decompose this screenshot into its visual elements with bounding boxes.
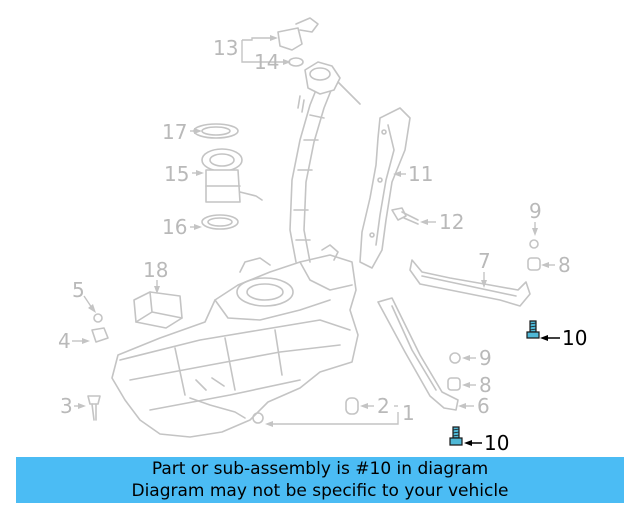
fastener-illustrations: [87, 239, 541, 421]
callout-10-upper: 10: [562, 326, 587, 350]
bolt-12-illustration: [391, 207, 419, 225]
callout-9-upper: 9: [529, 199, 542, 223]
info-banner: Part or sub-assembly is #10 in diagram D…: [16, 457, 624, 503]
strap-11-illustration: [359, 107, 411, 269]
leader-lines: [72, 35, 560, 446]
callout-4: 4: [58, 329, 71, 353]
fuel-tank-illustration: [111, 61, 361, 438]
callout-16: 16: [162, 215, 187, 239]
callout-12: 12: [439, 210, 464, 234]
callout-17: 17: [162, 120, 187, 144]
strap-6-illustration: [377, 297, 459, 411]
strap-7-illustration: [409, 259, 531, 307]
callout-5: 5: [72, 278, 85, 302]
callout-9-lower: 9: [479, 346, 492, 370]
callout-2: 2: [377, 394, 390, 418]
pump-15-illustration: [193, 123, 263, 230]
callout-11: 11: [408, 162, 433, 186]
callout-6: 6: [477, 394, 490, 418]
banner-line-2: Diagram may not be specific to your vehi…: [131, 481, 509, 501]
module-18-illustration: [133, 291, 183, 329]
banner-line-1: Part or sub-assembly is #10 in diagram: [151, 459, 489, 479]
callout-13: 13: [213, 36, 238, 60]
callout-15: 15: [164, 162, 189, 186]
bolt-10-lower-icon[interactable]: [449, 426, 463, 446]
bolt-10-upper-icon[interactable]: [526, 320, 540, 339]
callout-3: 3: [60, 394, 73, 418]
callout-1: 1: [402, 401, 415, 425]
callout-10-lower: 10: [484, 431, 509, 455]
callout-8-lower: 8: [479, 373, 492, 397]
callout-18: 18: [143, 258, 168, 282]
callout-7: 7: [478, 249, 491, 273]
cap-13-illustration: [277, 17, 319, 67]
callout-14: 14: [254, 50, 279, 74]
callout-8-upper: 8: [558, 253, 571, 277]
